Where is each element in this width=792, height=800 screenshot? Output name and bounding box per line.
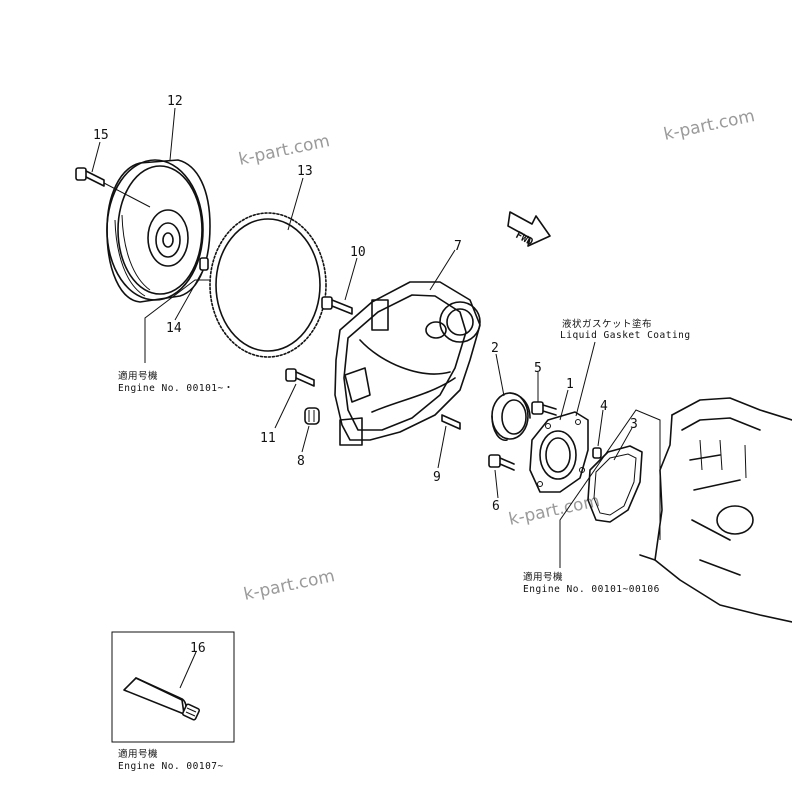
dowel-part-4 <box>592 447 602 459</box>
serial-range-bracket-a <box>144 279 210 363</box>
bolt-part-6 <box>488 454 515 471</box>
part-number-labels: 12 15 13 14 10 7 11 8 9 2 5 1 4 3 6 16 <box>93 94 638 656</box>
gasket-part-3 <box>587 445 643 523</box>
label-part-2: 2 <box>491 341 499 356</box>
serial-range-bracket-b <box>559 409 661 568</box>
ring-gear-part-13 <box>209 212 327 358</box>
bolt-part-11 <box>285 368 315 387</box>
annotation-notes: 液状ガスケット塗布 Liquid Gasket Coating 適用号機 Eng… <box>118 318 691 772</box>
pin-part-9 <box>441 414 461 430</box>
flywheel-housing-part-7 <box>334 281 481 446</box>
watermark: k-part.com <box>507 491 602 530</box>
label-part-8: 8 <box>297 454 305 469</box>
serial-note-b-en: Engine No. 00101~00106 <box>523 584 660 595</box>
oil-seal-part-2 <box>491 392 531 441</box>
label-part-10: 10 <box>350 245 366 260</box>
label-part-4: 4 <box>600 399 608 414</box>
label-part-15: 15 <box>93 128 109 143</box>
engine-block-outline <box>639 397 792 623</box>
watermark: k-part.com <box>237 131 332 170</box>
watermark: k-part.com <box>662 106 757 145</box>
label-part-3: 3 <box>630 417 638 432</box>
label-part-12: 12 <box>167 94 183 109</box>
forward-direction-arrow: FWD <box>507 211 551 248</box>
seal-cover-part-1 <box>529 411 589 493</box>
serial-note-c-en: Engine No. 00107~ <box>118 761 224 772</box>
label-part-9: 9 <box>433 470 441 485</box>
watermark: k-part.com <box>242 566 337 605</box>
serial-note-a-jp: 適用号機 <box>118 370 158 382</box>
flywheel-part-12 <box>106 159 211 303</box>
serial-note-c-jp: 適用号機 <box>118 748 158 760</box>
label-part-16: 16 <box>190 641 206 656</box>
bolt-part-15 <box>75 167 151 208</box>
label-part-5: 5 <box>534 361 542 376</box>
fwd-label: FWD <box>514 230 535 248</box>
leader-lines <box>91 107 633 689</box>
label-part-13: 13 <box>297 164 313 179</box>
label-part-11: 11 <box>260 431 276 446</box>
label-part-6: 6 <box>492 499 500 514</box>
dowel-pin-part-14 <box>199 257 209 271</box>
plug-part-8 <box>304 407 320 425</box>
bolt-part-10 <box>321 296 353 315</box>
liquid-gasket-tube-part-16 <box>111 631 235 743</box>
detail-box <box>111 631 235 743</box>
label-part-7: 7 <box>454 239 462 254</box>
liquid-gasket-note-jp: 液状ガスケット塗布 <box>562 318 652 330</box>
serial-note-a-en: Engine No. 00101~・ <box>118 383 234 394</box>
liquid-gasket-note-en: Liquid Gasket Coating <box>560 330 691 341</box>
bolt-part-5 <box>531 401 557 416</box>
label-part-1: 1 <box>566 377 574 392</box>
label-part-14: 14 <box>166 321 182 336</box>
serial-note-b-jp: 適用号機 <box>523 571 563 583</box>
